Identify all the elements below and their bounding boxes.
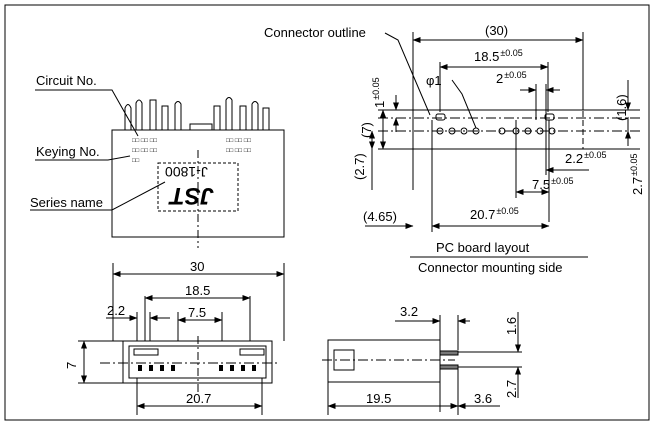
- front-dim-18-5: 18.5: [185, 283, 211, 298]
- front-dim-7: 7: [64, 361, 79, 369]
- connector-front-view: [78, 263, 285, 415]
- side-dim-2-7: 2.7: [504, 379, 519, 398]
- svg-text:□□ □□ □□: □□ □□ □□: [132, 148, 157, 154]
- connector-outline-label: Connector outline: [264, 25, 366, 40]
- callout-leaders: [30, 89, 166, 211]
- pcb-layout-subtitle: Connector mounting side: [418, 260, 563, 275]
- pcb-layout-title: PC board layout: [436, 240, 530, 255]
- dim-pitch-2: 2±0.05: [496, 70, 527, 86]
- circuit-no-label: Circuit No.: [36, 73, 97, 88]
- dim-hole-dia: φ1: [426, 73, 442, 88]
- keying-no-label: Keying No.: [36, 144, 100, 159]
- pcb-layout: [365, 32, 640, 258]
- dim-overall-30: (30): [485, 23, 509, 38]
- connector-top-view: □□ □□ □□ □□ □□ □□ □□ □□ □□ □□ □□ □□ □□: [111, 97, 285, 248]
- dim-left-7: (7): [359, 122, 374, 138]
- outer-border: [4, 4, 650, 421]
- front-dim-7-5: 7.5: [188, 305, 207, 320]
- svg-text:□□ □□ □□: □□ □□ □□: [226, 138, 251, 144]
- dim-left-2-7: (2.7): [352, 153, 367, 180]
- dim-pitch-2-2: 2.2±0.05: [565, 150, 607, 166]
- dim-right-2-7: 2.7±0.05: [629, 153, 645, 195]
- svg-text:□□ □□ □□: □□ □□ □□: [132, 138, 157, 144]
- dim-offset-4-65: (4.65): [363, 209, 397, 224]
- front-dim-20-7: 20.7: [186, 391, 212, 406]
- connector-side-view: [322, 312, 522, 415]
- svg-text:□□: □□: [132, 158, 140, 164]
- dim-right-1-6: (1.6): [614, 94, 629, 121]
- dim-20-7: 20.7±0.05: [470, 206, 519, 222]
- dim-18-5: 18.5±0.05: [474, 48, 523, 64]
- svg-text:□□ □□ □□: □□ □□ □□: [226, 148, 251, 154]
- side-dim-1-6: 1.6: [504, 316, 519, 335]
- side-dim-3-2: 3.2: [400, 304, 419, 319]
- front-dim-2-2: 2.2: [107, 303, 126, 318]
- front-dim-30: 30: [190, 259, 205, 274]
- side-dim-19-5: 19.5: [366, 391, 392, 406]
- dim-7-5: 7.5±0.05: [532, 176, 574, 192]
- brand-marking: JST: [170, 182, 215, 209]
- series-name-label: Series name: [30, 195, 103, 210]
- dim-left-1: 1±0.05: [371, 77, 387, 108]
- model-marking: J-1800: [165, 164, 208, 180]
- side-dim-3-6: 3.6: [474, 391, 493, 406]
